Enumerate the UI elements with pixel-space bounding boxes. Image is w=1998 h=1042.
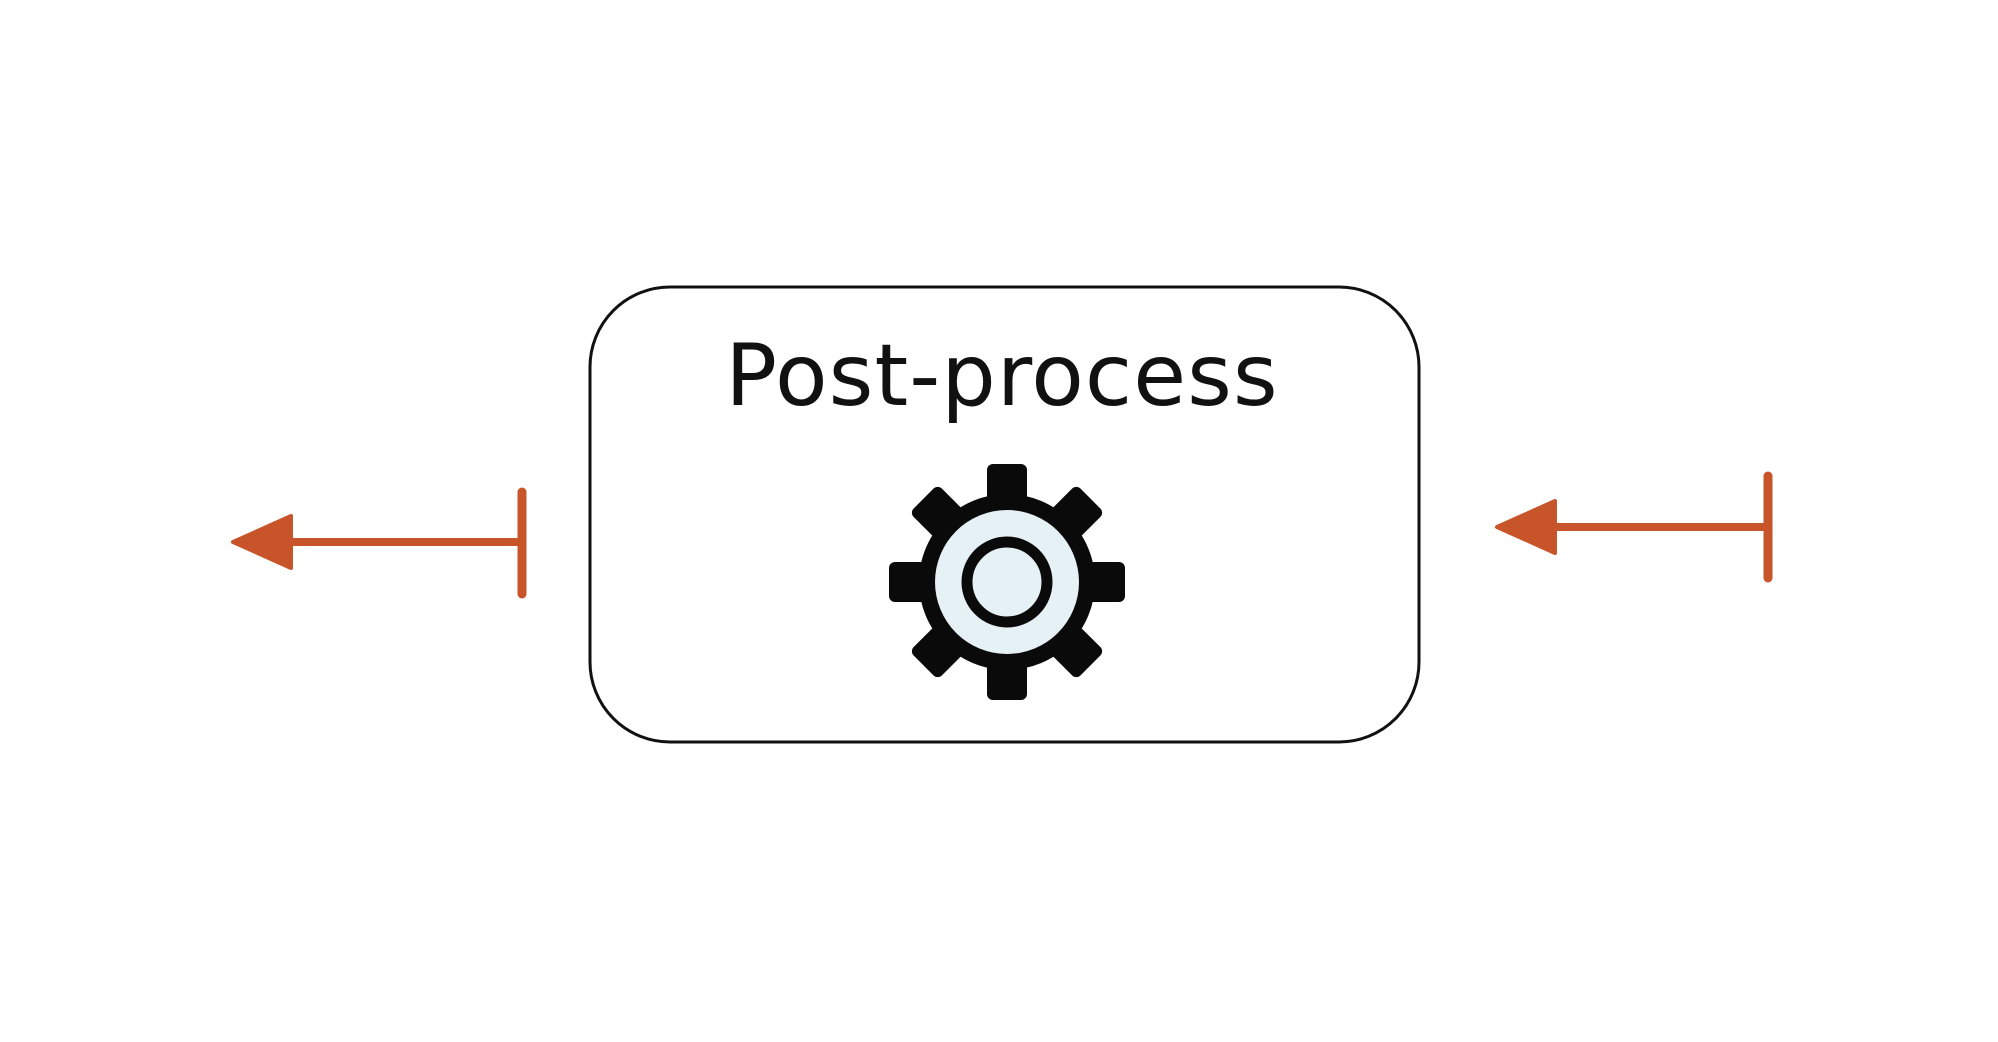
output-arrow: [231, 487, 527, 599]
process-node-label: Post-process: [725, 326, 1278, 426]
process-node[interactable]: Post-process: [588, 285, 1421, 744]
input-arrow-head: [1495, 499, 1557, 555]
output-arrow-head: [231, 514, 293, 570]
gear-icon: [889, 464, 1125, 700]
input-arrow: [1495, 471, 1773, 583]
